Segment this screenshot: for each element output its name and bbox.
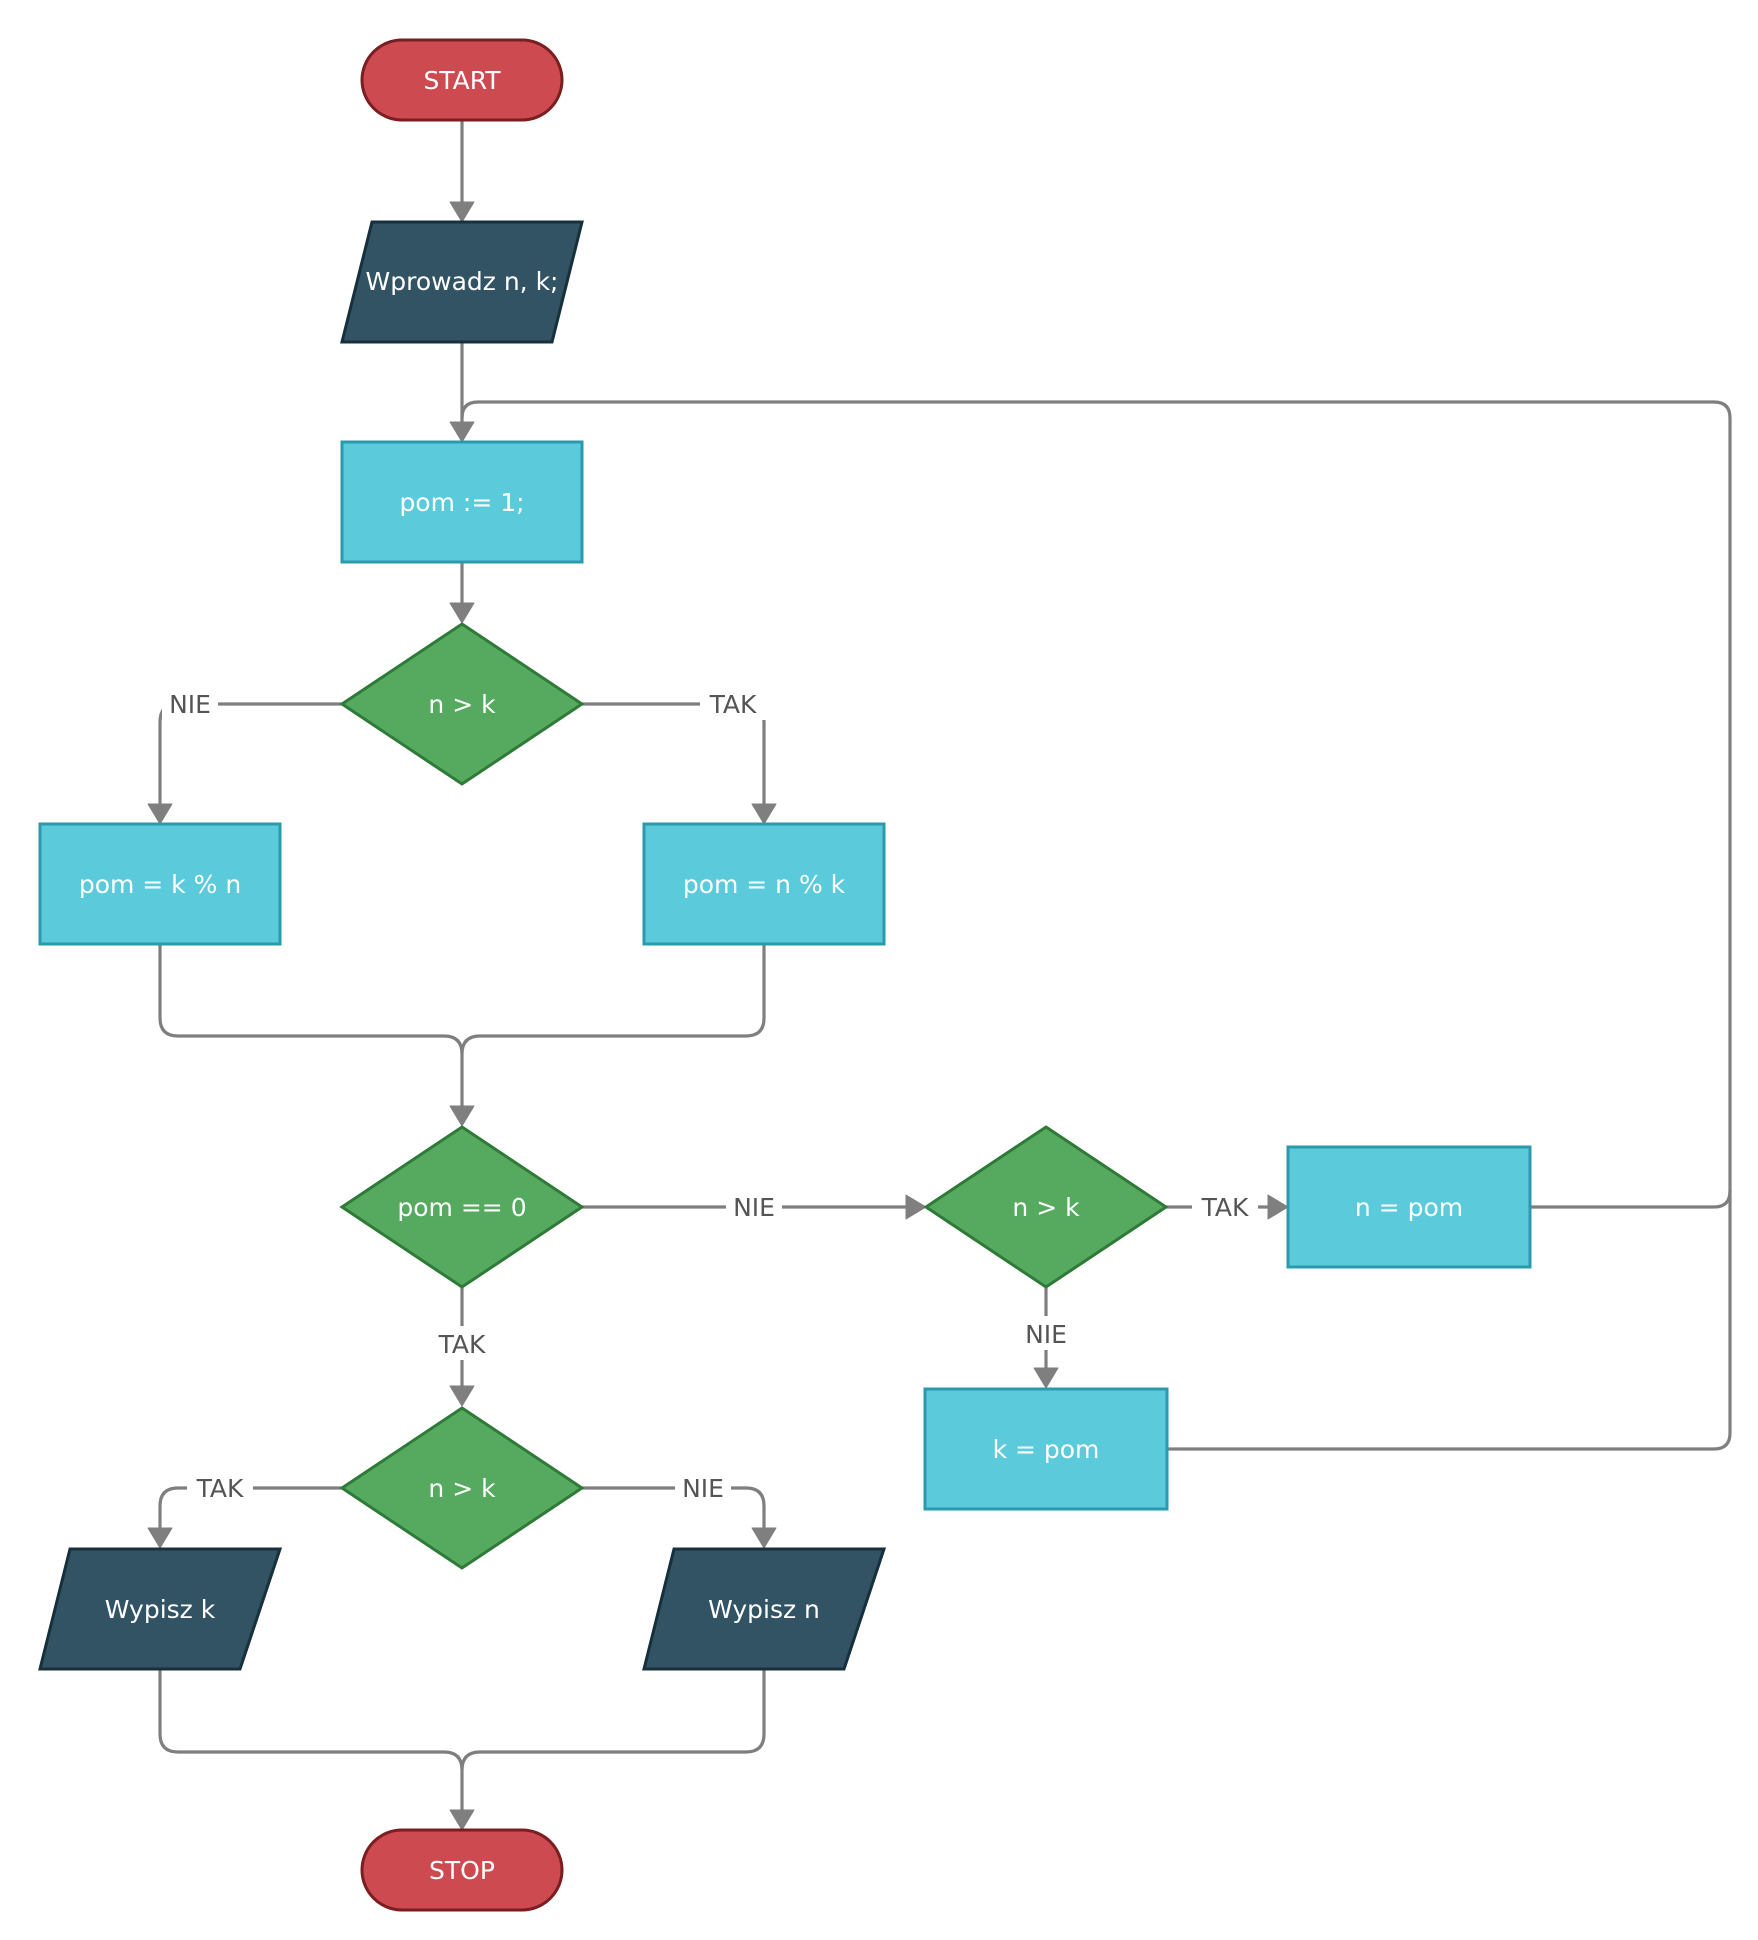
assign-n-process: n = pom [1286,1145,1532,1269]
print-k-label: Wypisz k [105,1595,216,1624]
label-zero-yes: TAK [438,1330,486,1359]
mod-k-n-label: pom = k % n [79,870,241,899]
connectors [147,120,1732,1831]
first-decision-label: n > k [428,690,496,719]
assign-n-label: n = pom [1355,1193,1463,1222]
connector-loop-return [460,400,1732,1204]
label-final-yes: TAK [196,1474,244,1503]
arrow-head [449,602,475,624]
zero-decision-label: pom == 0 [397,1193,526,1222]
arrow-head [1033,1367,1059,1389]
final-decision: n > k [339,1406,585,1570]
final-decision-label: n > k [428,1474,496,1503]
label-final-no: NIE [682,1474,724,1503]
label-first-yes: TAK [709,690,757,719]
connector-final-yes [158,1486,344,1530]
connector-final-no [580,1486,766,1530]
input-node: Wprowadz n, k; [340,220,584,344]
input-label: Wprowadz n, k; [366,267,559,296]
nodes: START Wprowadz n, k; pom := 1; n > k pom… [38,38,1532,1912]
arrow-head [449,1105,475,1127]
connector-assign-k-return [1165,1200,1732,1451]
print-n-label: Wypisz n [708,1595,820,1624]
label-first-no: NIE [169,690,211,719]
init-process: pom := 1; [340,440,584,564]
connector-merge-output [158,1668,766,1812]
arrow-head [751,803,777,825]
arrow-head [449,421,475,443]
arrow-head [449,1385,475,1407]
connector-merge-mod [158,943,766,1108]
stop-terminal: STOP [360,1828,564,1912]
label-zero-no: NIE [733,1193,775,1222]
init-label: pom := 1; [399,488,524,517]
arrow-head [751,1527,777,1549]
assign-k-process: k = pom [923,1387,1169,1511]
connector-assign-n-return [1528,1189,1732,1209]
arrow-head [147,803,173,825]
mod-n-k-process: pom = n % k [642,822,886,946]
print-n-output: Wypisz n [642,1547,887,1671]
zero-decision: pom == 0 [339,1125,585,1289]
loop-decision-label: n > k [1012,1193,1080,1222]
arrow-head [147,1527,173,1549]
arrow-head [449,1809,475,1831]
start-label: START [423,66,501,95]
first-decision: n > k [339,622,585,786]
mod-k-n-process: pom = k % n [38,822,282,946]
assign-k-label: k = pom [993,1435,1100,1464]
arrow-head [905,1194,927,1220]
loop-decision: n > k [923,1125,1169,1289]
stop-label: STOP [429,1856,495,1885]
arrow-head [1267,1194,1289,1220]
edge-labels: NIE TAK NIE TAK NIE TAK TAK NIE [162,686,1258,1504]
start-terminal: START [360,38,564,122]
arrow-head [449,201,475,223]
print-k-output: Wypisz k [38,1547,283,1671]
label-loop-yes: TAK [1201,1193,1249,1222]
mod-n-k-label: pom = n % k [683,870,846,899]
label-loop-no: NIE [1025,1320,1067,1349]
